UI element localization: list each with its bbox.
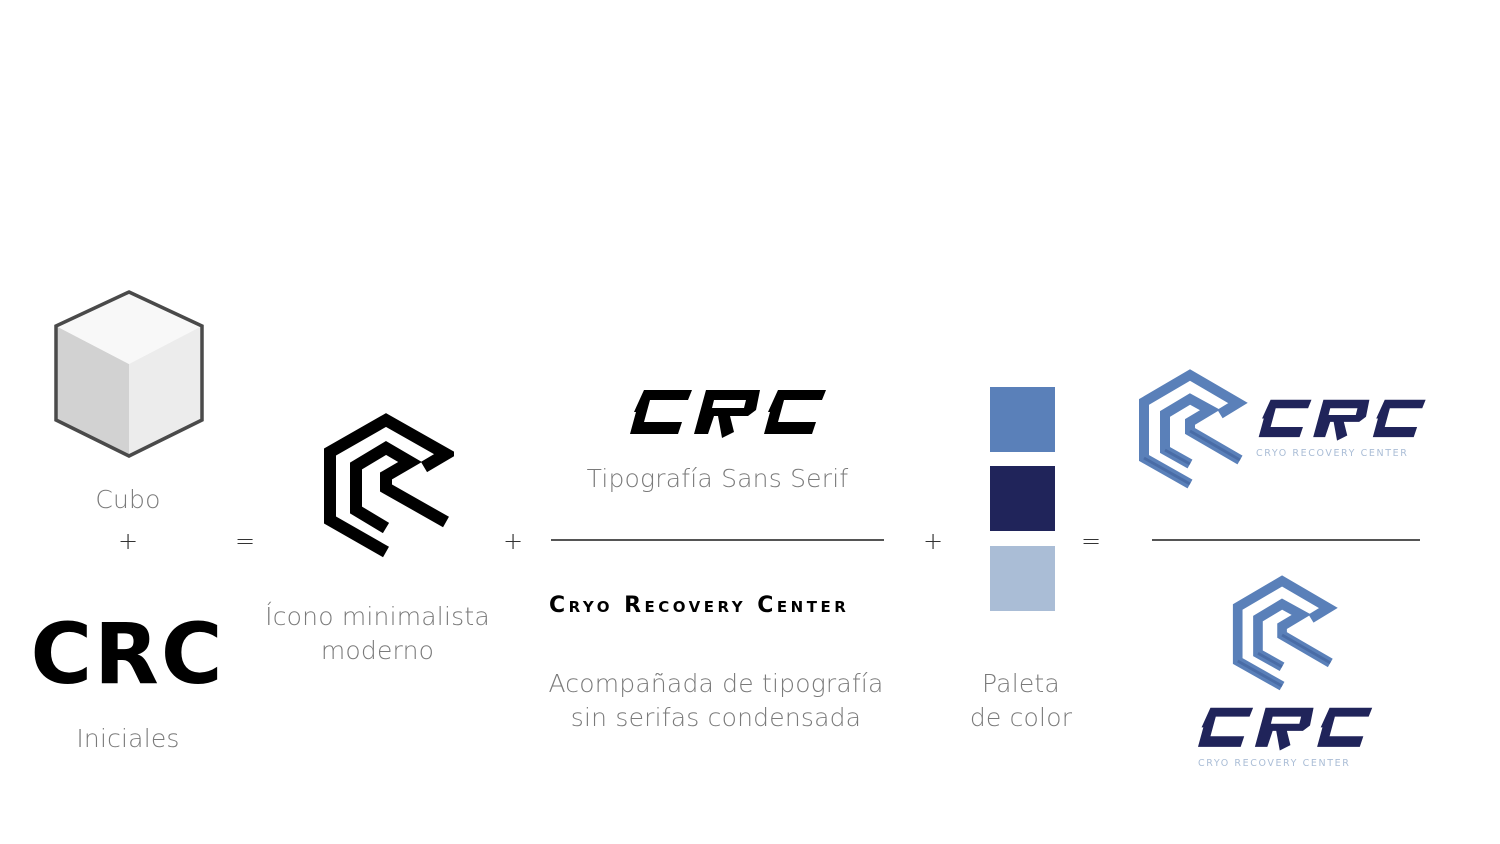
tagline-blue: CRYO RECOVERY CENTER <box>1198 758 1351 769</box>
cr-icon-blue <box>1230 574 1338 694</box>
swatch-primary-blue <box>990 387 1055 452</box>
tagline-label-line1: Acompañada de tipografía <box>548 669 884 698</box>
palette-label: Paleta de color <box>950 667 1092 735</box>
tagline-blue: CRYO RECOVERY CENTER <box>1256 448 1409 459</box>
palette-label-line2: de color <box>969 703 1073 732</box>
tagline-label: Acompañada de tipografía sin serifas con… <box>530 667 902 735</box>
equals-operator: = <box>234 527 256 555</box>
divider-line <box>1152 539 1420 541</box>
swatch-light-blue <box>990 546 1055 611</box>
cr-icon-blue <box>1136 368 1248 492</box>
divider-line <box>551 539 884 541</box>
plus-operator: + <box>502 527 524 555</box>
crc-wordmark-navy <box>1198 706 1374 754</box>
tagline-label-line2: sin serifas condensada <box>570 703 862 732</box>
minimal-cr-icon <box>320 412 454 562</box>
icon-label-line2: moderno <box>320 636 435 665</box>
crc-wordmark-black <box>630 388 828 442</box>
wordmark-label: Tipografía Sans Serif <box>586 464 849 493</box>
equals-operator: = <box>1080 527 1102 555</box>
plus-operator: + <box>922 527 944 555</box>
tagline-black: Cryo Recovery Center <box>549 593 850 618</box>
swatch-navy <box>990 466 1055 531</box>
logo-horizontal: CRYO RECOVERY CENTER <box>1136 368 1436 492</box>
crc-wordmark-navy <box>1254 398 1432 444</box>
plus-operator: + <box>117 527 139 555</box>
logo-vertical: CRYO RECOVERY CENTER <box>1196 574 1376 774</box>
icon-label-line1: Ícono minimalista <box>265 602 490 631</box>
palette-label-line1: Paleta <box>982 669 1060 698</box>
initials-crc: CRC <box>30 605 225 703</box>
initials-label: Iniciales <box>76 724 180 753</box>
icon-label: Ícono minimalista moderno <box>255 600 500 668</box>
cube-label: Cubo <box>95 485 161 514</box>
cube-icon <box>52 288 206 458</box>
